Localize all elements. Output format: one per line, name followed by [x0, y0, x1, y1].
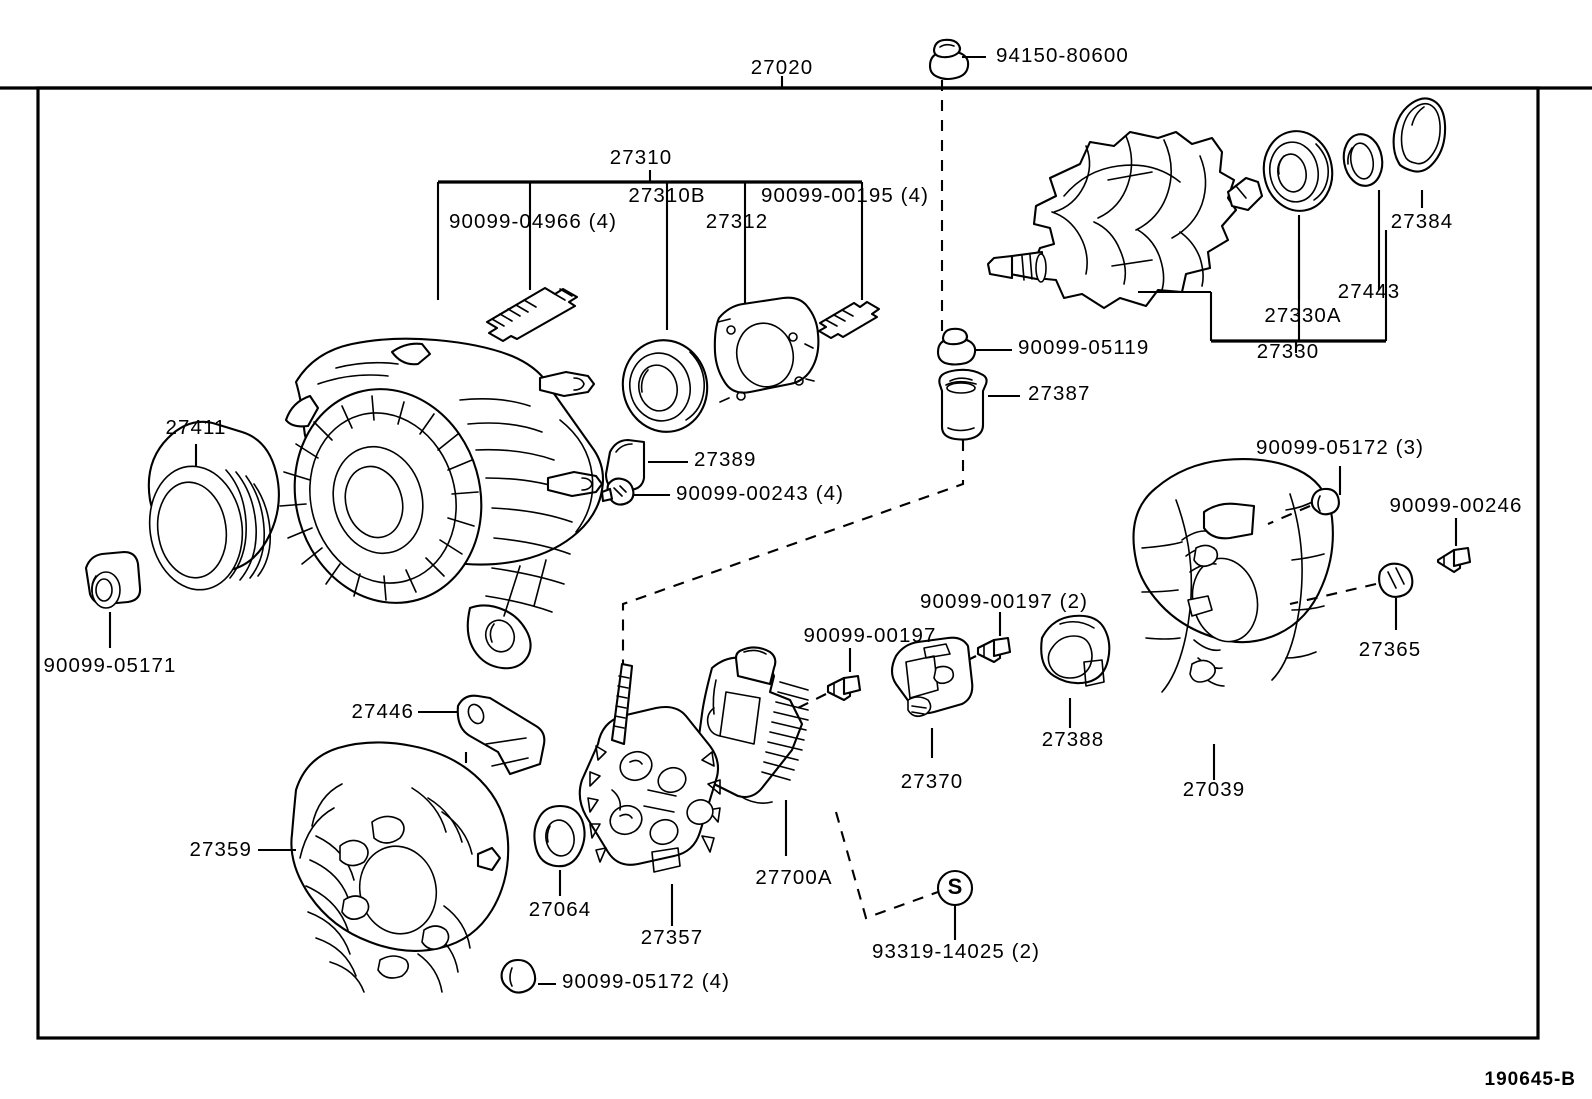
label-27411: 27411	[165, 416, 227, 439]
part-90099-00243-screw	[600, 477, 670, 506]
label-27365: 27365	[1358, 638, 1422, 661]
label-27384: 27384	[1390, 210, 1454, 233]
part-90099-00246-bolt	[1436, 518, 1472, 574]
leader-05172-dashed	[1267, 505, 1311, 525]
part-94150-80600	[928, 38, 986, 81]
label-27446: 27446	[351, 700, 414, 723]
part-90099-00195	[817, 300, 881, 340]
part-27443-seal	[1342, 133, 1384, 187]
label-93319-14025: 93319-14025 (2)	[871, 940, 1041, 963]
part-27365-clip	[1378, 562, 1414, 630]
part-27700A-regulator	[694, 646, 809, 856]
part-27384-seal	[1392, 97, 1447, 208]
label-90099-05172-3: 90099-05172 (3)	[1255, 436, 1425, 459]
label-27700A: 27700A	[755, 866, 833, 889]
part-27359-rear-housing	[258, 741, 510, 993]
part-27020-alternator-body	[279, 337, 605, 670]
label-27020: 27020	[750, 56, 814, 79]
label-90099-05172-4: 90099-05172 (4)	[562, 970, 731, 993]
label-27310B: 27310B	[628, 184, 706, 207]
label-90099-00246: 90099-00246	[1389, 494, 1523, 517]
label-27330: 27330	[1256, 340, 1320, 363]
special-marker-S	[936, 869, 974, 940]
leaders-rotor-group	[1297, 190, 1381, 300]
part-27357-rectifier	[578, 662, 721, 926]
bracket-27310	[436, 170, 864, 330]
part-27411-pulley	[147, 420, 280, 591]
part-27310B-bearing	[621, 339, 709, 433]
leader-27387-dashed	[621, 440, 965, 672]
label-27388: 27388	[1041, 728, 1105, 751]
label-27064: 27064	[528, 898, 592, 921]
label-90099-05119: 90099-05119	[1018, 336, 1150, 359]
label-27330A: 27330A	[1264, 304, 1342, 327]
leader-93319-dashed	[834, 811, 939, 920]
label-27312: 27312	[705, 210, 769, 233]
part-27389-cover	[604, 438, 688, 492]
label-90099-05171: 90099-05171	[43, 654, 177, 677]
label-27039: 27039	[1182, 778, 1246, 801]
part-27312-plate	[713, 296, 820, 403]
leader-27365-dashed	[1289, 582, 1377, 606]
part-27330-rotor	[986, 130, 1264, 310]
special-marker-label: S	[947, 874, 963, 899]
part-27064-washer	[533, 804, 586, 896]
label-27310: 27310	[609, 146, 673, 169]
label-27389: 27389	[694, 448, 757, 471]
part-90099-04966	[485, 286, 579, 343]
label-90099-00195: 90099-00195 (4)	[760, 184, 930, 207]
part-90099-05172-3	[1310, 466, 1342, 516]
part-27370-holder	[890, 636, 974, 758]
part-27387	[938, 368, 1020, 441]
label-90099-04966: 90099-04966 (4)	[448, 210, 618, 233]
part-90099-00197-bolt	[826, 648, 862, 702]
part-27330A-bearing	[1262, 130, 1334, 212]
footer-code: 190645-B	[1484, 1069, 1576, 1090]
part-90099-05119	[936, 327, 1012, 366]
label-94150-80600: 94150-80600	[996, 44, 1129, 67]
label-27443: 27443	[1337, 280, 1401, 303]
label-27370: 27370	[900, 770, 964, 793]
header-leader-27020	[0, 76, 1592, 90]
label-90099-00243: 90099-00243 (4)	[676, 482, 845, 505]
part-27039-stator	[1132, 458, 1334, 780]
label-90099-00197: 90099-00197	[803, 624, 937, 647]
part-27446-bracket	[418, 694, 546, 776]
label-27387: 27387	[1028, 382, 1091, 405]
part-90099-05172-4-bolt	[500, 958, 556, 994]
label-90099-00197-2: 90099-00197 (2)	[919, 590, 1089, 613]
part-27388-cover	[1040, 614, 1111, 728]
part-90099-05171-nut	[84, 550, 142, 648]
label-27357: 27357	[640, 926, 704, 949]
part-90099-00197-2-bolt	[976, 612, 1012, 664]
label-27359: 27359	[189, 838, 252, 861]
